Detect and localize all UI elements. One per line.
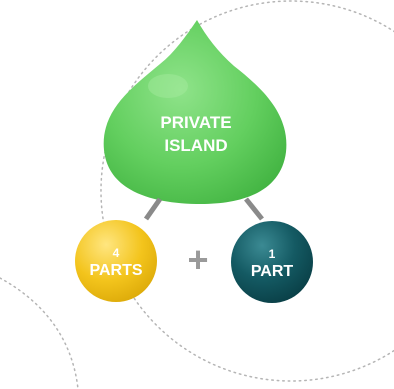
four-parts-unit: PARTS xyxy=(89,262,142,279)
one-part-count: 1 xyxy=(269,247,276,261)
product-name-line1: PRIVATE xyxy=(160,113,231,132)
connector-right xyxy=(244,197,264,221)
four-parts-count: 4 xyxy=(113,246,120,260)
product-name-line2: ISLAND xyxy=(164,136,227,155)
private-island-blob: PRIVATE ISLAND xyxy=(103,20,287,205)
four-parts-circle: 4 PARTS xyxy=(75,220,157,302)
one-part-circle: 1 PART xyxy=(231,221,313,303)
connector-left xyxy=(143,197,163,221)
one-part-unit: PART xyxy=(251,263,294,280)
plus-operator: + xyxy=(187,239,208,280)
